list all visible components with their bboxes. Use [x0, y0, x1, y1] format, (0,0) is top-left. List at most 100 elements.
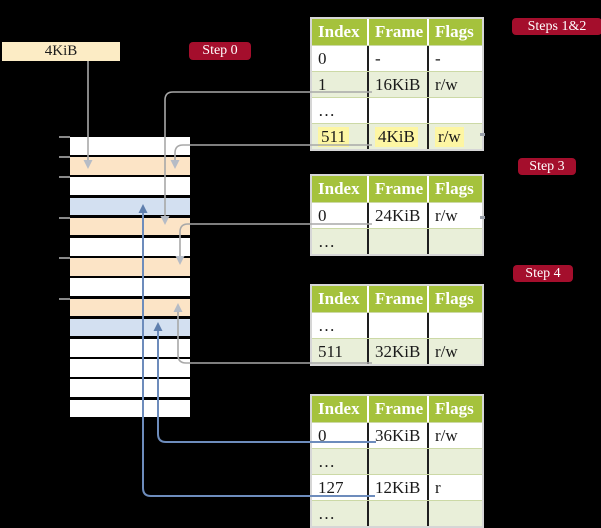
page-table-step-4-row-0-cell-2	[429, 313, 482, 338]
page-table-steps-1-2-row-3-cell-2: r/w	[429, 124, 482, 149]
page-table-step-3-header-frame: Frame	[369, 176, 429, 202]
stack-tick-5	[59, 298, 70, 300]
badge-step-0-label: Step 0	[202, 43, 238, 58]
page-table-steps-1-2-row-1-cell-2: r/w	[429, 72, 482, 97]
badge-step-3: Step 3	[518, 158, 576, 175]
page-table-steps-1-2-row-2-value-0: …	[318, 100, 335, 120]
page-table-steps-1-2-row-0-value-0: 0	[318, 48, 327, 68]
memory-row-12	[70, 379, 190, 397]
page-table-steps-1-2-row-3-cell-1: 4KiB	[369, 124, 429, 149]
page-table-step-4-header-index: Index	[312, 286, 369, 312]
page-table-step-4-row-1: 511 32KiB r/w	[312, 338, 482, 364]
page-table-step-3-row-1-cell-0: …	[312, 229, 369, 254]
memory-row-8	[70, 298, 190, 317]
page-table-step-3-row-1: …	[312, 228, 482, 254]
stack-tick-0	[59, 136, 70, 138]
page-table-step-4-row-1-value-0: 511	[318, 341, 343, 361]
page-table-step-4-row-1-cell-2: r/w	[429, 339, 482, 364]
page-table-steps-1-2-row-0: 0--	[312, 45, 482, 71]
page-table-steps-1-2-row-0-value-1: -	[375, 48, 381, 68]
page-size-box: 4KiB	[2, 42, 120, 61]
memory-row-9	[70, 318, 190, 337]
page-table-steps-1-2-row-1-cell-0: 1	[312, 72, 369, 97]
stack-tick-4	[59, 257, 70, 259]
page-table-final-row-0-value-0: 0	[318, 425, 327, 445]
page-table-final-row-3-cell-1	[369, 501, 429, 526]
page-table-step-3-row-0-cell-2: r/w	[429, 203, 482, 228]
page-table-step-4-header-frame: Frame	[369, 286, 429, 312]
memory-row-10	[70, 339, 190, 357]
page-table-steps-1-2-row-0-cell-0: 0	[312, 46, 369, 71]
page-table-steps-1-2-row-1-value-2: r/w	[435, 74, 458, 94]
page-table-final-row-0-cell-0: 0	[312, 423, 369, 448]
memory-row-6	[70, 258, 190, 276]
page-table-step-4-row-1-value-1: 32KiB	[375, 341, 421, 361]
page-table-final-header-flags: Flags	[435, 399, 474, 418]
page-table-step-3-header-index: Index	[312, 176, 369, 202]
page-table-final-row-0-value-1: 36KiB	[375, 425, 421, 445]
page-table-steps-1-2-row-3-value-1: 4KiB	[375, 126, 418, 147]
page-table-steps-1-2-row-3: 511 4KiB r/w	[312, 123, 482, 149]
page-table-steps-1-2-header-index: Index	[312, 19, 369, 45]
page-table-final-row-3: …	[312, 500, 482, 526]
page-table-final-row-2-value-2: r	[435, 477, 441, 497]
page-table-steps-1-2-row-2: …	[312, 97, 482, 123]
page-table-steps-1-2-row-2-cell-0: …	[312, 98, 369, 123]
page-table-final-row-1-cell-0: …	[312, 449, 369, 474]
page-table-final-row-2-value-1: 12KiB	[375, 477, 421, 497]
page-table-step-4-row-0-value-0: …	[318, 315, 335, 335]
page-table-step-3-row-0: 0 24KiB r/w	[312, 202, 482, 228]
page-size-label: 4KiB	[44, 43, 78, 59]
memory-row-4	[70, 217, 190, 236]
page-table-steps-1-2-row-1: 1 16KiB r/w	[312, 71, 482, 97]
page-table-final-row-0-value-2: r/w	[435, 425, 458, 445]
page-table-step-4-row-0-cell-0: …	[312, 313, 369, 338]
page-table-final-row-1-cell-2	[429, 449, 482, 474]
badge-step-4: Step 4	[513, 265, 573, 282]
page-table-step-3-row-0-cell-0: 0	[312, 203, 369, 228]
page-table-steps-1-2-row-3-value-0: 511	[318, 126, 349, 147]
page-table-step-3-row-0-cell-1: 24KiB	[369, 203, 429, 228]
page-table-steps-1-2-row-1-value-1: 16KiB	[375, 74, 421, 94]
page-table-final-row-3-value-0: …	[318, 503, 335, 523]
memory-row-13	[70, 399, 190, 418]
page-table-final-row-1-cell-1	[369, 449, 429, 474]
page-table-final-row-0: 0 36KiB r/w	[312, 422, 482, 448]
stack-tick-3	[59, 217, 70, 219]
page-table-steps-1-2-row-1-cell-1: 16KiB	[369, 72, 429, 97]
page-table-step-3-header-flags: Flags	[435, 179, 474, 198]
page-table-steps-1-2-row-2-cell-2	[429, 98, 482, 123]
page-table-final-row-1-value-0: …	[318, 451, 335, 471]
page-table-step-3-row-0-value-1: 24KiB	[375, 205, 421, 225]
page-table-steps-1-2-row-0-cell-1: -	[369, 46, 429, 71]
stack-tick-2	[59, 176, 70, 178]
page-table-final-row-3-cell-0: …	[312, 501, 369, 526]
memory-row-0	[70, 137, 190, 155]
page-table-steps-1-2-row-2-cell-1	[369, 98, 429, 123]
page-table-step-4-row-0-cell-1	[369, 313, 429, 338]
memory-row-2	[70, 177, 190, 195]
page-table-step-3-row-0-value-2: r/w	[435, 205, 458, 225]
page-table-step-4-row-1-value-2: r/w	[435, 341, 458, 361]
page-table-final-row-1: …	[312, 448, 482, 474]
memory-row-1	[70, 157, 190, 175]
page-table-step-3-row-1-value-0: …	[318, 231, 335, 251]
page-table-final-header-frame: Frame	[369, 396, 429, 422]
memory-row-5	[70, 238, 190, 256]
page-table-step-4-row-1-cell-0: 511	[312, 339, 369, 364]
page-table-step-4-header-flags: Flags	[435, 289, 474, 308]
badge-step-3-label: Step 3	[529, 158, 565, 174]
badge-step-0: Step 0	[189, 42, 251, 60]
memory-row-3	[70, 197, 190, 216]
page-table-steps-1-2-row-1-value-0: 1	[318, 74, 327, 94]
stack-tick-1	[59, 156, 70, 158]
page-table-step-3-row-1-cell-1	[369, 229, 429, 254]
